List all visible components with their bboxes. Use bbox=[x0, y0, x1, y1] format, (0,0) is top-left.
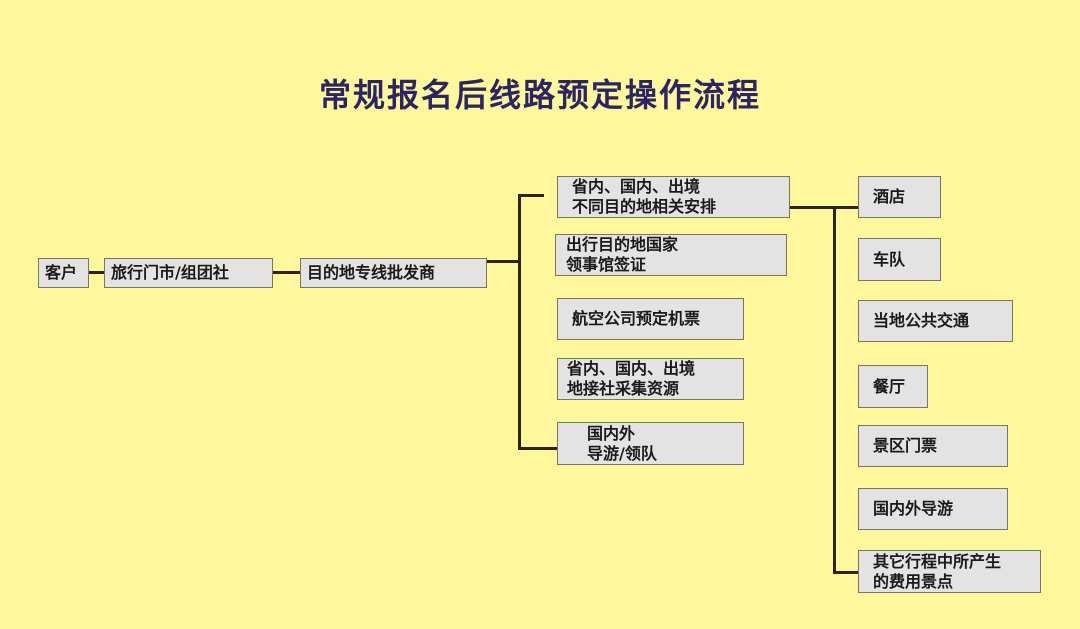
node-label: 地接社采集资源 bbox=[567, 379, 680, 398]
node-guides: 国内外导游/领队 bbox=[557, 422, 744, 465]
node-label: 省内、国内、出境 bbox=[572, 177, 701, 196]
page-title: 常规报名后线路预定操作流程 bbox=[318, 76, 761, 114]
node-tour-guides: 国内外导游 bbox=[858, 488, 1008, 530]
node-destination-arrangements: 省内、国内、出境不同目的地相关安排 bbox=[557, 176, 790, 218]
connector bbox=[833, 571, 858, 574]
node-other-costs: 其它行程中所产生的费用景点 bbox=[858, 550, 1041, 593]
connector bbox=[833, 206, 858, 209]
node-label: 目的地专线批发商 bbox=[307, 263, 436, 282]
node-fleet: 车队 bbox=[858, 238, 941, 281]
node-travel-agency: 旅行门市/组团社 bbox=[104, 258, 273, 288]
node-label: 导游/领队 bbox=[587, 443, 657, 463]
node-visa: 出行目的地国家领事馆签证 bbox=[555, 234, 787, 276]
node-label: 车队 bbox=[873, 249, 906, 269]
node-label: 出行目的地国家 bbox=[566, 235, 679, 254]
node-scenic-tickets: 景区门票 bbox=[858, 425, 1008, 467]
node-air-tickets: 航空公司预定机票 bbox=[557, 298, 744, 340]
node-customer: 客户 bbox=[38, 258, 89, 288]
node-restaurant: 餐厅 bbox=[858, 365, 928, 408]
connector bbox=[487, 260, 520, 263]
node-label: 不同目的地相关安排 bbox=[572, 197, 717, 216]
node-label: 国内外 bbox=[587, 423, 636, 443]
node-label: 其它行程中所产生 bbox=[873, 551, 1002, 571]
node-ground-agency: 省内、国内、出境地接社采集资源 bbox=[557, 358, 744, 400]
connector bbox=[518, 447, 557, 450]
node-label: 餐厅 bbox=[873, 376, 906, 396]
connector bbox=[89, 271, 104, 274]
bracket-vertical bbox=[518, 194, 521, 450]
node-public-transport: 当地公共交通 bbox=[858, 300, 1013, 342]
node-wholesaler: 目的地专线批发商 bbox=[300, 258, 487, 288]
node-label: 领事馆签证 bbox=[566, 255, 647, 274]
connector bbox=[790, 206, 835, 209]
node-label: 国内外导游 bbox=[873, 499, 954, 518]
node-label: 当地公共交通 bbox=[873, 311, 970, 330]
bracket-vertical bbox=[833, 206, 836, 574]
node-label: 客户 bbox=[45, 263, 78, 282]
node-hotel: 酒店 bbox=[858, 176, 941, 218]
node-label: 酒店 bbox=[873, 187, 906, 206]
node-label: 旅行门市/组团社 bbox=[111, 263, 229, 282]
connector bbox=[518, 194, 544, 197]
node-label: 航空公司预定机票 bbox=[572, 309, 701, 328]
node-label: 省内、国内、出境 bbox=[567, 359, 696, 378]
connector bbox=[273, 271, 300, 274]
node-label: 的费用景点 bbox=[873, 571, 954, 591]
node-label: 景区门票 bbox=[873, 436, 938, 455]
